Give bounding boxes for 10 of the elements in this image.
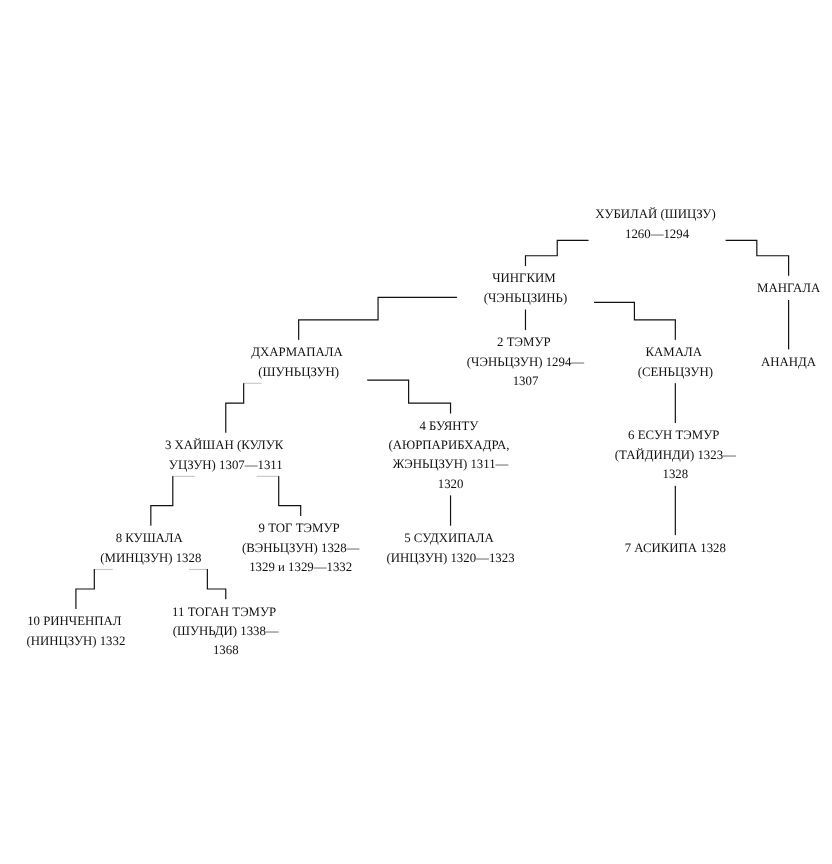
connector bbox=[298, 296, 459, 341]
connector bbox=[449, 494, 452, 527]
connector bbox=[788, 298, 790, 351]
connector bbox=[724, 239, 790, 277]
connector bbox=[524, 308, 527, 332]
connector bbox=[674, 382, 676, 425]
connector bbox=[366, 379, 452, 415]
connector bbox=[524, 239, 590, 268]
connector bbox=[674, 484, 676, 537]
connector bbox=[592, 301, 676, 341]
